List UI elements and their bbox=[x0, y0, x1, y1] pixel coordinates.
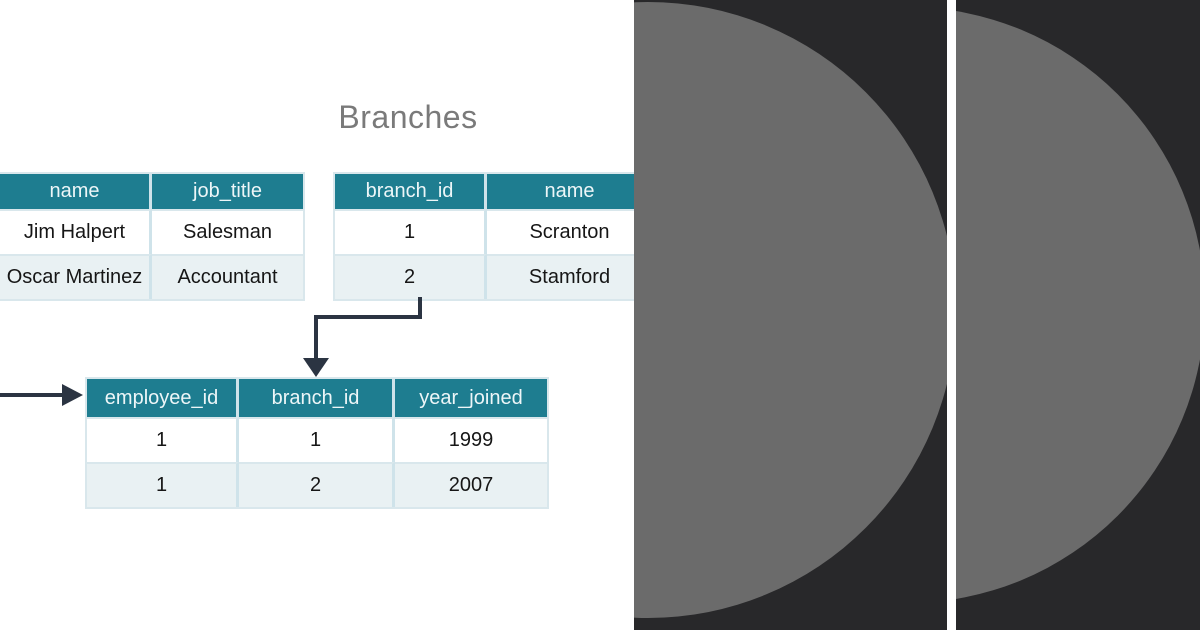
table-cell: 1 bbox=[239, 417, 395, 462]
table-cell: 1 bbox=[335, 209, 487, 254]
table-cell: 1 bbox=[87, 462, 239, 507]
table-cell: 2 bbox=[239, 462, 395, 507]
connector-branch-horizontal-segment bbox=[314, 315, 422, 319]
table-row: Jim Halpert Salesman bbox=[0, 209, 303, 254]
table-employees: name job_title Jim Halpert Salesman Osca… bbox=[0, 172, 305, 301]
arrow-down-icon bbox=[303, 358, 329, 377]
dark-panel-right bbox=[956, 0, 1200, 630]
table-row: Oscar Martinez Accountant bbox=[0, 254, 303, 299]
column-header: job_title bbox=[152, 174, 303, 209]
gray-circle bbox=[956, 7, 1200, 603]
table-row: 1 1 1999 bbox=[87, 417, 547, 462]
table-cell: 2 bbox=[335, 254, 487, 299]
table-cell: 1 bbox=[87, 417, 239, 462]
table-header-row: employee_id branch_id year_joined bbox=[87, 379, 547, 417]
dark-panel-left bbox=[634, 0, 947, 630]
column-header: employee_id bbox=[87, 379, 239, 417]
connector-branch-drop-segment bbox=[314, 315, 318, 360]
connector-branch-vertical-segment bbox=[418, 297, 422, 319]
table-row: 1 2 2007 bbox=[87, 462, 547, 507]
table-branches: branch_id name 1 Scranton 2 Stamford bbox=[333, 172, 654, 301]
column-header: year_joined bbox=[395, 379, 547, 417]
table-cell: 2007 bbox=[395, 462, 547, 507]
column-header: branch_id bbox=[239, 379, 395, 417]
arrow-right-icon bbox=[62, 384, 83, 406]
table-row: 1 Scranton bbox=[335, 209, 652, 254]
table-header-row: branch_id name bbox=[335, 174, 652, 209]
table-branch-assignments: employee_id branch_id year_joined 1 1 19… bbox=[85, 377, 549, 509]
connector-left-horizontal-segment bbox=[0, 393, 63, 397]
table-cell: Salesman bbox=[152, 209, 303, 254]
column-header: name bbox=[487, 174, 652, 209]
table-cell: 1999 bbox=[395, 417, 547, 462]
table-header-row: name job_title bbox=[0, 174, 303, 209]
table-cell: Oscar Martinez bbox=[0, 254, 152, 299]
column-header: branch_id bbox=[335, 174, 487, 209]
table-cell: Stamford bbox=[487, 254, 652, 299]
table-cell: Jim Halpert bbox=[0, 209, 152, 254]
table-row: 2 Stamford bbox=[335, 254, 652, 299]
table-cell: Accountant bbox=[152, 254, 303, 299]
diagram-heading: Branches bbox=[338, 99, 478, 135]
gray-circle bbox=[634, 2, 947, 618]
column-header: name bbox=[0, 174, 152, 209]
table-cell: Scranton bbox=[487, 209, 652, 254]
